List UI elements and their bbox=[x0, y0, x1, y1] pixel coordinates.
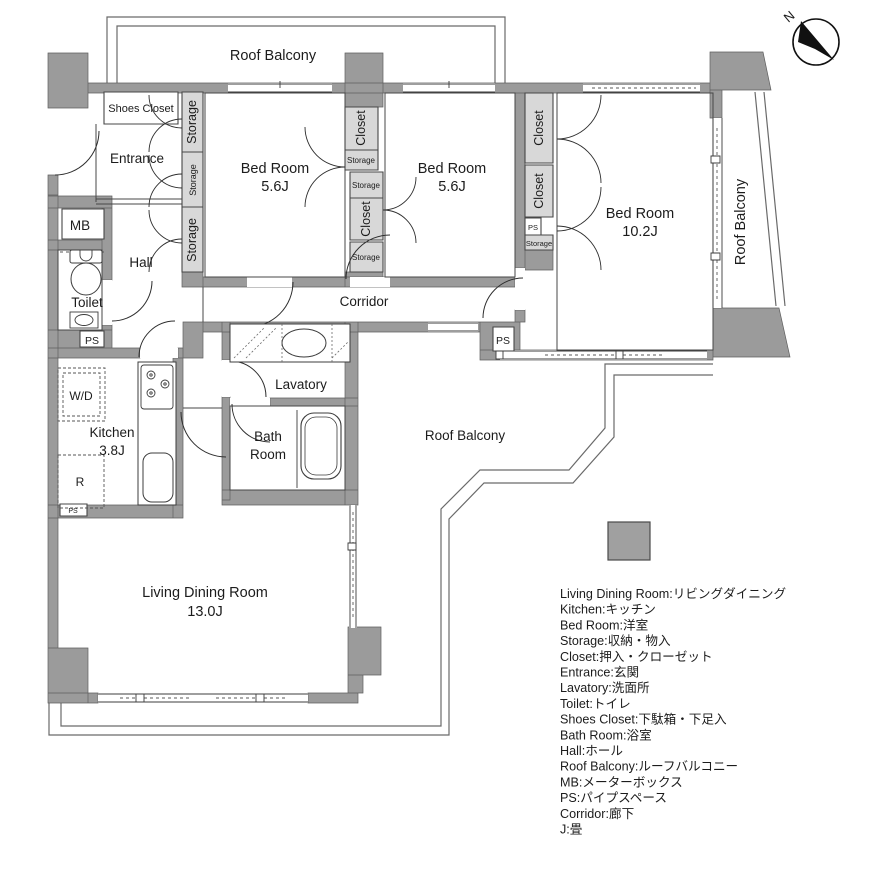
legend-line: Roof Balcony:ルーフバルコニー bbox=[560, 760, 738, 774]
room-labels: Roof Balcony Shoes Closet Entrance Stora… bbox=[68, 48, 749, 620]
stove bbox=[140, 364, 174, 410]
bathtub-inner bbox=[304, 416, 338, 476]
legend-line: Kitchen:キッチン bbox=[560, 603, 656, 617]
legend-line: Entrance:玄関 bbox=[560, 666, 639, 680]
legend-line: Storage:収納・物入 bbox=[560, 634, 671, 648]
room-outlines bbox=[57, 92, 714, 491]
label-entrance: Entrance bbox=[110, 151, 164, 166]
label-ldr-size: 13.0J bbox=[187, 604, 222, 620]
label-roof-balcony-right: Roof Balcony bbox=[733, 178, 749, 265]
legend-line: Hall:ホール bbox=[560, 744, 623, 758]
wall-openings bbox=[98, 83, 722, 703]
fixtures bbox=[57, 249, 351, 509]
label-bed1-size: 5.6J bbox=[261, 179, 288, 195]
label-storage-left-2: Storage bbox=[188, 164, 198, 196]
closet-boxes bbox=[181, 91, 554, 273]
label-kitchen-size: 3.8J bbox=[99, 443, 125, 458]
legend: Living Dining Room:リビングダイニング Kitchen:キッチ… bbox=[560, 521, 786, 837]
label-wd: W/D bbox=[69, 389, 93, 403]
label-ps-closet-column: PS bbox=[528, 223, 538, 232]
legend-line: Shoes Closet:下駄箱・下足入 bbox=[560, 712, 727, 727]
label-shoes-closet: Shoes Closet bbox=[108, 103, 173, 115]
label-bed3-name: Bed Room bbox=[606, 206, 675, 222]
label-storage-mid-3: Storage bbox=[352, 253, 381, 262]
legend-line: Living Dining Room:リビングダイニング bbox=[560, 587, 786, 601]
label-bed2-name: Bed Room bbox=[418, 161, 487, 177]
legend-line: Toilet:トイレ bbox=[560, 697, 631, 711]
window-markers bbox=[135, 155, 721, 703]
balcony-outline-right bbox=[754, 91, 786, 307]
label-bath-2: Room bbox=[250, 447, 286, 462]
label-mb: MB bbox=[70, 218, 90, 233]
legend-line: Closet:押入・クローゼット bbox=[560, 650, 713, 664]
balcony-outline-top bbox=[106, 16, 506, 84]
legend-line: PS:パイプスペース bbox=[560, 791, 667, 805]
toilet-tank-detail bbox=[79, 250, 93, 262]
label-closet-mid-bottom: Closet bbox=[359, 201, 373, 237]
label-bed2-size: 5.6J bbox=[438, 179, 465, 195]
legend-swatch bbox=[607, 521, 651, 561]
label-storage-mid-1: Storage bbox=[347, 156, 376, 165]
label-ps-toilet: PS bbox=[85, 335, 99, 347]
label-storage-right: Storage bbox=[526, 239, 552, 248]
label-lavatory: Lavatory bbox=[275, 377, 327, 392]
legend-line: J:畳 bbox=[560, 823, 583, 837]
label-fridge: R bbox=[76, 475, 85, 489]
label-bed3-size: 10.2J bbox=[622, 224, 657, 240]
label-kitchen-name: Kitchen bbox=[89, 425, 134, 440]
legend-line: Corridor:廊下 bbox=[560, 806, 634, 821]
label-closet-right-2: Closet bbox=[532, 173, 546, 209]
kitchen-sink bbox=[142, 452, 174, 503]
label-corridor: Corridor bbox=[340, 294, 389, 309]
vanity-basin bbox=[281, 328, 327, 358]
toilet-bowl bbox=[70, 262, 102, 296]
label-ps-kitchen: PS bbox=[68, 508, 78, 515]
vanity-hatch bbox=[233, 324, 349, 362]
label-bed1-name: Bed Room bbox=[241, 161, 310, 177]
legend-line: Bath Room:浴室 bbox=[560, 727, 652, 742]
label-bath-1: Bath bbox=[254, 429, 282, 444]
dashed-lines bbox=[60, 87, 718, 699]
stove-burners bbox=[146, 370, 170, 398]
toilet-basin-bowl bbox=[74, 314, 94, 326]
label-storage-left-1: Storage bbox=[185, 100, 199, 144]
label-hall: Hall bbox=[129, 255, 152, 270]
compass-needle bbox=[798, 21, 834, 60]
label-ps-corridor: PS bbox=[496, 335, 510, 347]
label-ldr-name: Living Dining Room bbox=[142, 585, 268, 601]
label-closet-mid-top: Closet bbox=[354, 110, 368, 146]
label-roof-balcony-mid: Roof Balcony bbox=[425, 428, 506, 443]
label-storage-left-3: Storage bbox=[185, 218, 199, 262]
legend-line: Bed Room:洋室 bbox=[560, 617, 648, 632]
balcony-outline-bottom bbox=[48, 363, 713, 736]
fridge-box bbox=[57, 454, 105, 509]
label-roof-balcony-top: Roof Balcony bbox=[230, 48, 317, 64]
door-arcs bbox=[54, 130, 524, 458]
compass-circle bbox=[792, 18, 840, 66]
window-lines bbox=[98, 81, 723, 703]
closet-fan-arcs bbox=[148, 94, 602, 273]
legend-line: Lavatory:洗面所 bbox=[560, 681, 650, 695]
label-toilet: Toilet bbox=[71, 295, 103, 310]
label-closet-right-1: Closet bbox=[532, 110, 546, 146]
legend-line: MB:メーターボックス bbox=[560, 775, 683, 789]
label-storage-mid-2: Storage bbox=[352, 181, 381, 190]
